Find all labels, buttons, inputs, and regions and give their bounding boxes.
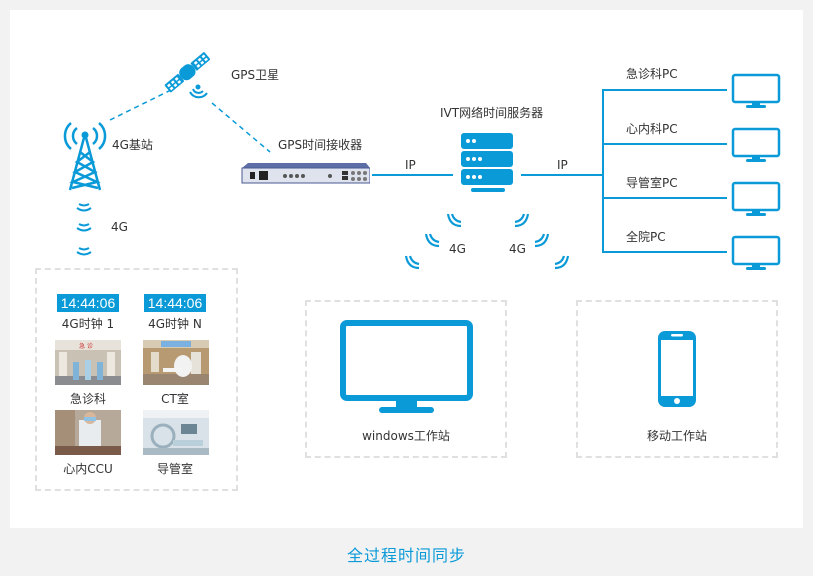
pc-label: 导管室PC [626,176,678,190]
clock-label: 4G时钟 1 [61,317,115,331]
gps-receiver-device [241,163,370,184]
workstation-label: 移动工作站 [646,429,707,443]
satellite-icon [164,52,211,99]
monitor-icon [731,235,781,270]
clock-label: 4G时钟 N [148,317,202,331]
server-signal-4g-left-label: 4G [449,242,466,256]
server-signal-4g-right-label: 4G [509,242,526,256]
cath-lab-photo [143,410,209,455]
cell-tower-icon [63,122,107,191]
pc-label: 心内科PC [626,122,678,136]
emergency-room-photo: 急 诊 [55,340,121,385]
ccu-photo [55,410,121,455]
mobile-workstation-box [576,300,778,458]
gps-satellite-label: GPS卫星 [231,68,280,82]
pc-label: 急诊科PC [626,67,678,81]
gps-to-receiver-dashed-link [211,102,271,153]
ip-link-label-right: IP [557,158,568,172]
workstation-label: windows工作站 [362,429,450,443]
server-icon [461,133,513,192]
department-label: 心内CCU [63,462,113,476]
ip-link-label-left: IP [405,158,416,172]
pc-label: 全院PC [626,230,666,244]
signal-4g-label: 4G [111,220,128,234]
wireless-signal-icon [76,203,92,256]
time-server-label: IVT网络时间服务器 [440,106,544,120]
monitor-icon [731,181,781,216]
diagram-caption: 全过程时间同步 [346,546,466,565]
monitor-icon [731,127,781,162]
svg-text:急 诊: 急 诊 [79,342,93,350]
windows-workstation-box [305,300,507,458]
department-label: 急诊科 [69,392,106,406]
clock-display: 14:44:06 [57,294,119,312]
monitor-icon [731,73,781,108]
gps-receiver-label: GPS时间接收器 [278,138,363,152]
wireless-signal-icon [404,213,570,270]
base-station-label: 4G基站 [112,138,153,152]
smartphone-icon [658,331,696,407]
gps-to-tower-dashed-link [109,87,176,121]
ct-room-photo [143,340,209,385]
clock-display: 14:44:06 [144,294,206,312]
clock-department-box [35,268,238,491]
department-label: 导管室 [156,462,193,476]
department-label: CT室 [161,392,189,406]
monitor-icon [340,320,473,413]
